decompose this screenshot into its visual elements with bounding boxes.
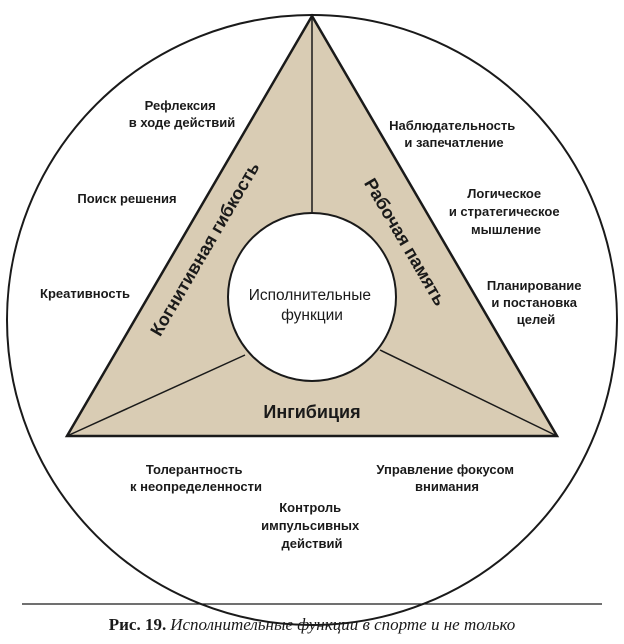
- divider-left: [66, 354, 246, 437]
- right-item-observation: Наблюдательность и запечатление: [389, 118, 519, 150]
- center-label: Исполнительные функции: [249, 287, 376, 324]
- item-line: Рефлексия: [145, 98, 216, 113]
- item-line: и стратегическое: [449, 204, 560, 219]
- item-line: импульсивных: [261, 518, 360, 533]
- right-item-planning: Планирование и постановка целей: [487, 278, 585, 327]
- item-line: и запечатление: [404, 135, 503, 150]
- divider-right: [379, 349, 558, 437]
- left-item-reflection: Рефлексия в ходе действий: [129, 98, 235, 130]
- side-label-bottom: Ингибиция: [263, 402, 360, 422]
- item-line: Контроль: [279, 500, 341, 515]
- item-line: Планирование: [487, 278, 582, 293]
- inner-circle: [227, 212, 397, 382]
- right-item-logical-thinking: Логическое и стратегическое мышление: [449, 186, 563, 237]
- item-line: в ходе действий: [129, 115, 235, 130]
- bottom-item-focus-control: Управление фокусом внимания: [376, 462, 517, 494]
- left-item-solution-search: Поиск решения: [77, 191, 176, 206]
- item-line: и постановка: [491, 295, 577, 310]
- item-line: целей: [517, 312, 556, 327]
- item-line: Логическое: [467, 186, 541, 201]
- item-line: Наблюдательность: [389, 118, 515, 133]
- center-label-line: функции: [281, 307, 343, 324]
- item-line: внимания: [415, 479, 479, 494]
- item-line: Управление фокусом: [376, 462, 514, 477]
- item-line: мышление: [471, 222, 541, 237]
- item-line: действий: [281, 536, 342, 551]
- bottom-item-impulse-control: Контроль импульсивных действий: [261, 500, 363, 551]
- bottom-item-tolerance: Толерантность к неопределенности: [130, 462, 262, 494]
- item-line: Толерантность: [146, 462, 243, 477]
- left-item-creativity: Креативность: [40, 286, 130, 301]
- item-line: Креативность: [40, 286, 130, 301]
- caption-label: Рис. 19.: [109, 615, 166, 634]
- caption-text: Исполнительные функции в спорте и не тол…: [169, 615, 515, 634]
- item-line: к неопределенности: [130, 479, 262, 494]
- item-line: Поиск решения: [77, 191, 176, 206]
- figure-caption: Рис. 19. Исполнительные функции в спорте…: [109, 615, 516, 634]
- center-label-line: Исполнительные: [249, 287, 371, 304]
